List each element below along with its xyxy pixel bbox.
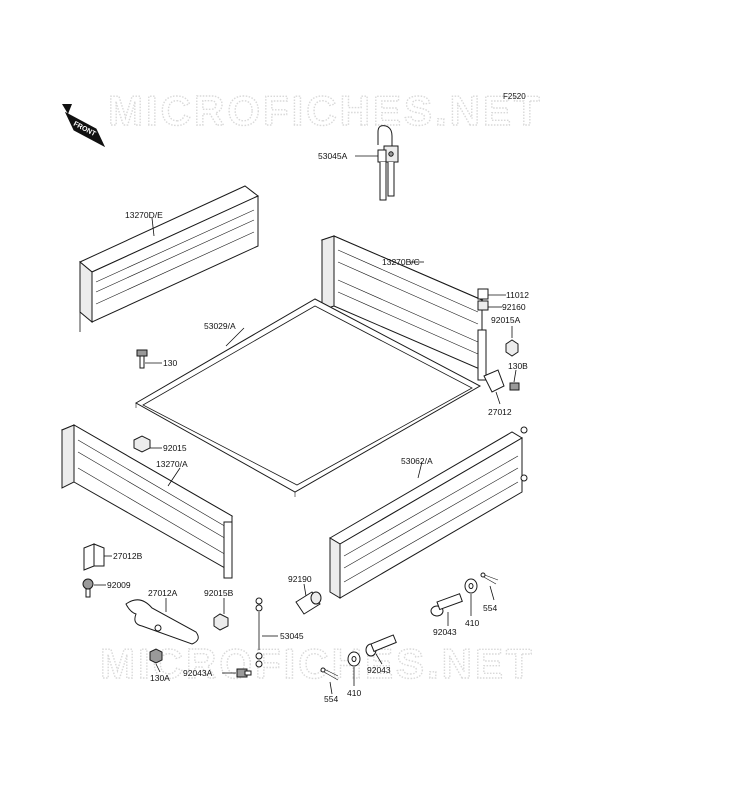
screw-92009 <box>82 578 94 598</box>
label-92009: 92009 <box>107 580 131 590</box>
label-410-right: 410 <box>465 618 479 628</box>
cable-53045 <box>255 597 263 668</box>
label-92015A: 92015A <box>491 315 521 325</box>
label-13270B-C: 13270B/C <box>382 257 420 267</box>
label-130A: 130A <box>150 673 170 683</box>
label-53045: 53045 <box>280 631 304 641</box>
label-53029-A: 53029/A <box>204 321 236 331</box>
label-92043-left: 92043 <box>367 665 391 675</box>
label-92043A: 92043A <box>183 668 213 678</box>
bracket-27012B <box>83 543 105 571</box>
label-130B: 130B <box>508 361 528 371</box>
cushion-92160 <box>477 300 489 311</box>
bolt-130B <box>509 382 520 391</box>
nut-92015A <box>505 339 519 357</box>
label-92190: 92190 <box>288 574 312 584</box>
latch-53045A <box>377 125 399 201</box>
watermark-top: MICROFICHES.NET <box>108 87 543 134</box>
panel-13270B-C <box>320 235 487 381</box>
label-92160: 92160 <box>502 302 526 312</box>
floor-frame-53029A <box>134 298 482 497</box>
diagram-ref-code: F2520 <box>503 92 526 101</box>
label-13270D-E: 13270D/E <box>125 210 163 220</box>
bolt-130A <box>149 648 163 664</box>
label-53045A: 53045A <box>318 151 348 161</box>
nut-92015B <box>213 613 229 631</box>
bracket-27012 <box>483 369 505 393</box>
panel-13270A <box>60 424 234 579</box>
pin-92043-left <box>365 634 397 657</box>
tailgate-53062A <box>329 426 528 599</box>
washer-410-right <box>464 578 478 594</box>
label-554-left: 554 <box>324 694 338 704</box>
cotter-pin-554-right <box>480 572 499 585</box>
watermark-bottom: MICROFICHES.NET <box>100 640 535 687</box>
label-554-right: 554 <box>483 603 497 613</box>
label-92015B: 92015B <box>204 588 234 598</box>
cap-11012 <box>477 288 489 300</box>
label-92015: 92015 <box>163 443 187 453</box>
label-27012: 27012 <box>488 407 512 417</box>
label-53062-A: 53062/A <box>401 456 433 466</box>
cotter-pin-554-left <box>320 667 339 681</box>
label-92043-right: 92043 <box>433 627 457 637</box>
bolt-130 <box>136 349 148 369</box>
front-arrow-icon: FRONT <box>62 104 106 148</box>
label-27012A: 27012A <box>148 588 178 598</box>
label-27012B: 27012B <box>113 551 143 561</box>
label-13270-A: 13270/A <box>156 459 188 469</box>
label-410-left: 410 <box>347 688 361 698</box>
label-130: 130 <box>163 358 177 368</box>
nut-92015 <box>133 435 151 453</box>
pin-92043A <box>236 668 252 678</box>
panel-13270D-E <box>79 185 259 332</box>
leader-lines <box>94 155 517 695</box>
collar-92190 <box>295 591 322 615</box>
plate-27012A <box>125 599 199 645</box>
washer-410-left <box>347 651 361 667</box>
label-11012: 11012 <box>506 290 529 300</box>
pin-92043-right <box>430 593 463 617</box>
